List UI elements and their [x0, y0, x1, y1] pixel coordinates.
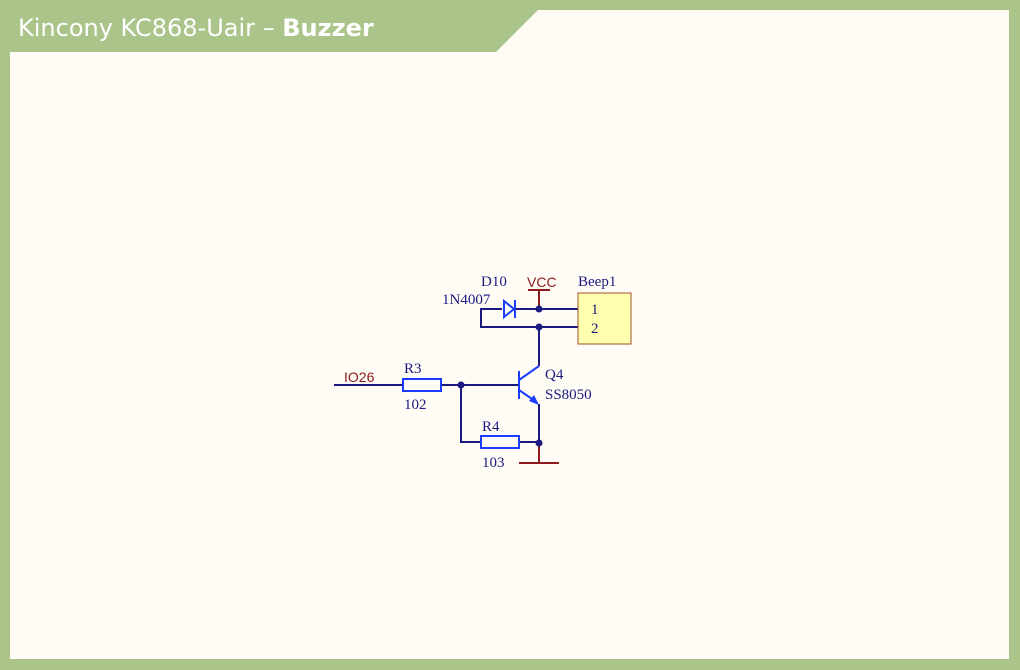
- d10-ref: D10: [481, 274, 507, 290]
- junction: [535, 305, 543, 313]
- r4-value: 103: [482, 455, 505, 471]
- title-prefix: Kincony KC868-Uair –: [18, 14, 283, 42]
- q4-ref: Q4: [545, 367, 564, 383]
- wire-diode-anode: [480, 308, 578, 328]
- schematic-panel: [10, 10, 1009, 659]
- resistor-r3: [402, 378, 442, 392]
- junction: [535, 323, 543, 331]
- page-title: Kincony KC868-Uair – Buzzer: [18, 14, 374, 42]
- beep1-ref: Beep1: [578, 274, 616, 290]
- wires: [334, 308, 578, 443]
- vcc-label: VCC: [527, 274, 557, 290]
- net-label-io26: IO26: [344, 369, 375, 385]
- beep1-pin-2: 2: [591, 321, 599, 337]
- junction: [457, 381, 465, 389]
- title-bold: Buzzer: [282, 14, 374, 42]
- r4-ref: R4: [482, 419, 500, 435]
- junction: [535, 439, 543, 447]
- d10-value: 1N4007: [442, 292, 491, 308]
- junctions: [457, 305, 543, 447]
- emitter-arrow-icon: [529, 395, 539, 405]
- q4-value: SS8050: [545, 387, 592, 403]
- beep1-pin-1: 1: [591, 302, 599, 318]
- diode-d10: [503, 298, 516, 320]
- resistor-r4: [480, 435, 520, 449]
- header-shape: [0, 0, 548, 52]
- transistor-q4: [518, 365, 540, 402]
- wire-r4-left: [460, 385, 481, 443]
- r3-value: 102: [404, 397, 427, 413]
- header-banner: Kincony KC868-Uair – Buzzer: [0, 0, 560, 62]
- r3-ref: R3: [404, 361, 422, 377]
- connector-beep1: [577, 292, 632, 345]
